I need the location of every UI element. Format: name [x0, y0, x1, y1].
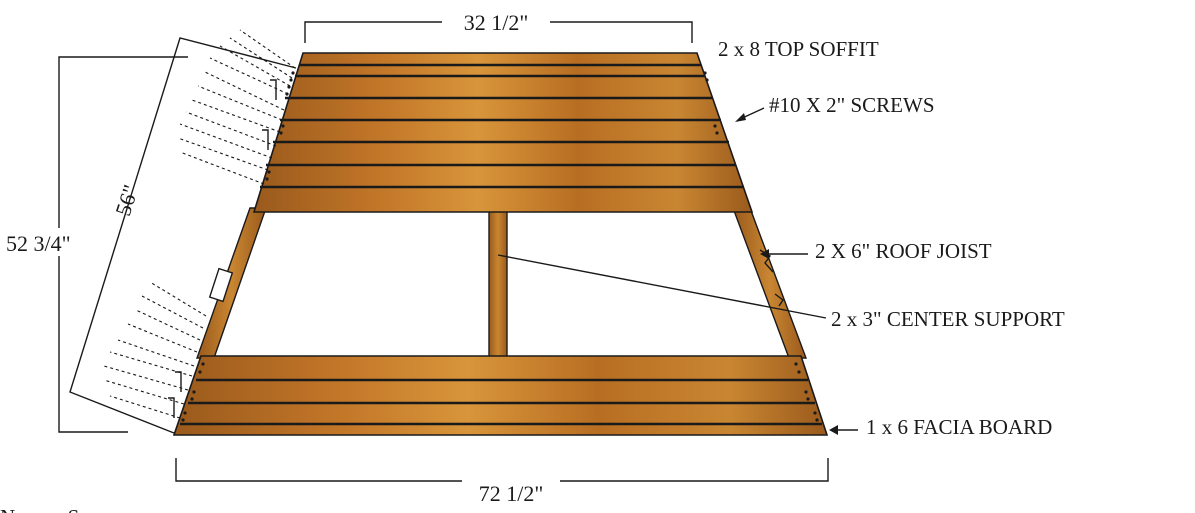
- top-dimension-label-bg: [442, 8, 550, 36]
- screw-projection-lines-upper: [177, 29, 296, 185]
- screws-label: #10 X 2" SCREWS: [769, 93, 935, 117]
- vertical-dimension-label: 52 3/4": [6, 231, 71, 256]
- top-soffit-board-lines: [260, 63, 744, 189]
- center-support-leader: [497, 254, 827, 319]
- slope-tick-marks: [168, 79, 277, 418]
- center-support-label: 2 x 3" CENTER SUPPORT: [831, 307, 1065, 331]
- slope-dimension-label: 56": [110, 182, 143, 219]
- roof-joist-arrowhead: [760, 249, 769, 259]
- footer-text: N S: [0, 505, 79, 513]
- joist-notch-lower: [774, 293, 784, 307]
- top-dimension-label: 32 1/2": [464, 10, 529, 35]
- facia-board-lines: [180, 378, 822, 426]
- top-soffit-label: 2 x 8 TOP SOFFIT: [718, 37, 879, 61]
- bottom-dimension-label-bg: [462, 477, 560, 505]
- right-roof-joist: [731, 207, 808, 359]
- slope-dimension-line: [69, 37, 297, 434]
- facia-board-arrowhead: [829, 425, 838, 435]
- screws-arrowhead: [735, 113, 746, 122]
- roof-joist-label: 2 X 6" ROOF JOIST: [815, 239, 992, 263]
- center-support: [488, 207, 508, 359]
- top-soffit: [252, 52, 754, 213]
- left-roof-joist: [196, 207, 267, 359]
- bottom-dimension-label: 72 1/2": [479, 481, 544, 506]
- slope-break-marker: [208, 267, 234, 303]
- facia-board-label: 1 x 6 FACIA BOARD: [866, 415, 1052, 439]
- facia-board: [172, 355, 829, 436]
- vertical-dimension-label-bg: [2, 228, 98, 256]
